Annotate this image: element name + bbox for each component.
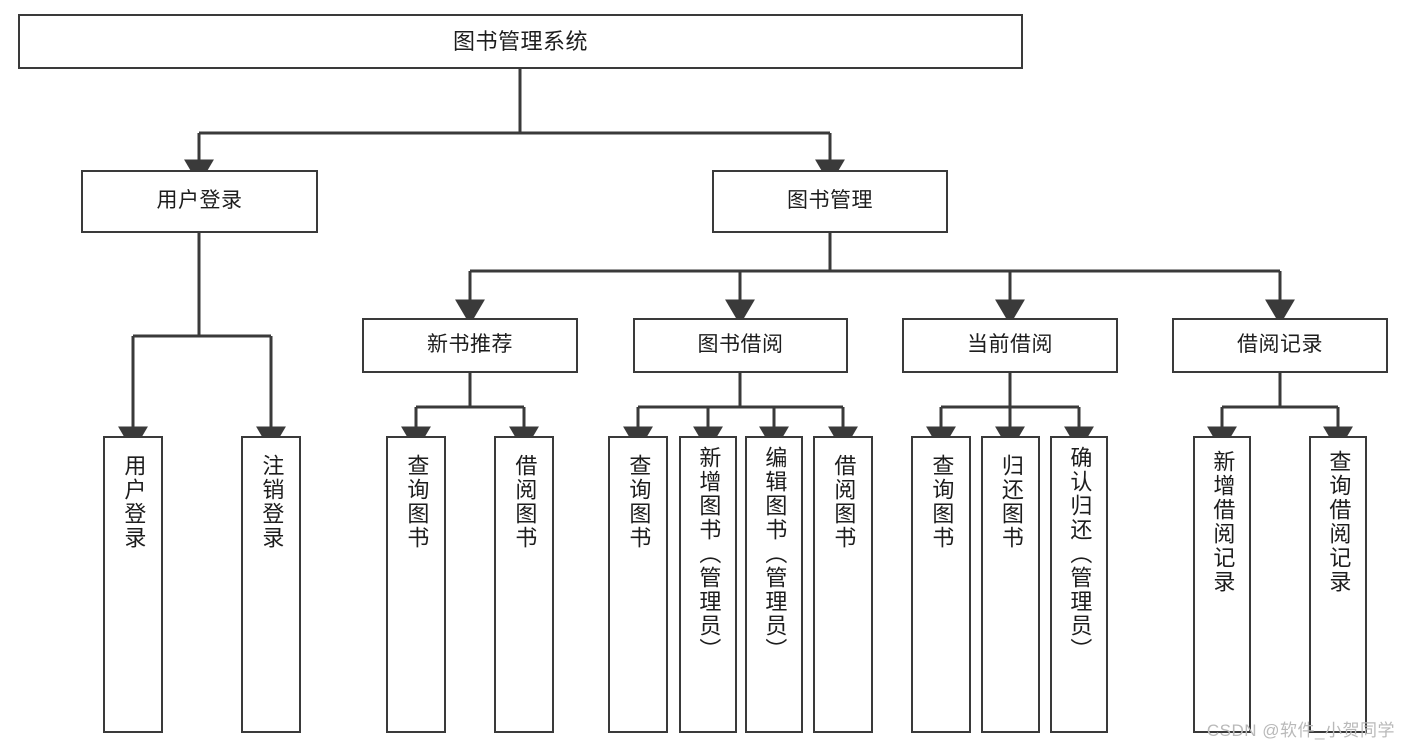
node-leaf-borrow-book-1-label: 借阅图书 [512,454,538,550]
node-leaf-query-book-1[interactable]: 查询图书 [386,436,446,733]
node-leaf-query-record-label: 查询借阅记录 [1326,450,1352,594]
node-user-login[interactable]: 用户登录 [81,170,318,233]
node-leaf-add-book[interactable]: 新增图书（管理员） [679,436,737,733]
node-leaf-borrow-book-1[interactable]: 借阅图书 [494,436,554,733]
node-borrow-record-label: 借阅记录 [1237,333,1323,357]
node-book-manage-label: 图书管理 [787,189,873,213]
node-leaf-query-record[interactable]: 查询借阅记录 [1309,436,1367,733]
node-leaf-user-logout-label: 注销登录 [259,454,285,550]
node-leaf-query-book-1-label: 查询图书 [404,454,430,550]
node-leaf-query-book-2[interactable]: 查询图书 [608,436,668,733]
node-user-login-label: 用户登录 [156,189,243,213]
node-leaf-query-book-3[interactable]: 查询图书 [911,436,971,733]
node-leaf-query-book-3-label: 查询图书 [929,454,955,550]
node-book-borrow-label: 图书借阅 [697,333,784,357]
node-borrow-record[interactable]: 借阅记录 [1172,318,1388,373]
node-leaf-add-record[interactable]: 新增借阅记录 [1193,436,1251,733]
node-leaf-borrow-book-2[interactable]: 借阅图书 [813,436,873,733]
node-leaf-add-book-label: 新增图书（管理员） [696,446,722,662]
node-leaf-add-record-label: 新增借阅记录 [1210,450,1236,594]
node-new-book-recommend[interactable]: 新书推荐 [362,318,578,373]
node-current-borrow[interactable]: 当前借阅 [902,318,1118,373]
node-leaf-edit-book[interactable]: 编辑图书（管理员） [745,436,803,733]
node-leaf-confirm-return[interactable]: 确认归还（管理员） [1050,436,1108,733]
node-root-system-label: 图书管理系统 [452,28,588,54]
node-leaf-borrow-book-2-label: 借阅图书 [831,454,857,550]
node-new-book-recommend-label: 新书推荐 [427,333,513,357]
node-leaf-edit-book-label: 编辑图书（管理员） [762,446,788,662]
node-leaf-user-login[interactable]: 用户登录 [103,436,163,733]
node-leaf-query-book-2-label: 查询图书 [626,454,652,550]
node-book-manage[interactable]: 图书管理 [712,170,948,233]
node-book-borrow[interactable]: 图书借阅 [633,318,848,373]
node-current-borrow-label: 当前借阅 [967,333,1053,357]
node-leaf-return-book-label: 归还图书 [998,454,1024,550]
node-root-system[interactable]: 图书管理系统 [18,14,1023,69]
node-leaf-user-login-label: 用户登录 [121,454,147,550]
node-leaf-confirm-return-label: 确认归还（管理员） [1067,446,1093,662]
node-leaf-user-logout[interactable]: 注销登录 [241,436,301,733]
node-leaf-return-book[interactable]: 归还图书 [981,436,1040,733]
